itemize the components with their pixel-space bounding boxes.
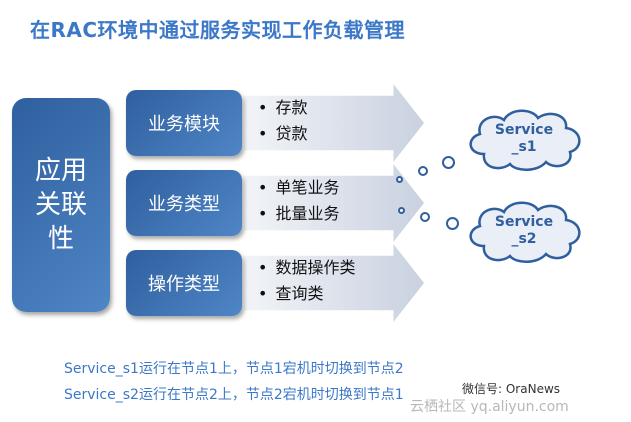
wechat-watermark: 微信号: OraNews xyxy=(462,382,561,396)
cloud-shape xyxy=(469,201,581,263)
bullets-business-module: 存款 贷款 xyxy=(258,95,307,147)
bullet-item: 存款 xyxy=(258,95,307,121)
bullet-item: 单笔业务 xyxy=(258,175,339,201)
service-s2-label: Service _s2 xyxy=(494,214,554,247)
bubble-dot xyxy=(418,166,428,176)
service-s1-label: Service _s1 xyxy=(494,122,554,155)
category-business-type: 业务类型 xyxy=(126,170,242,236)
application-affinity-box: 应用关联性 xyxy=(12,98,110,312)
diagram-title: 在RAC环境中通过服务实现工作负载管理 xyxy=(30,18,406,42)
bubble-dot xyxy=(420,212,430,222)
bubble-dot xyxy=(398,207,405,214)
bullets-operation-type: 数据操作类 查询类 xyxy=(258,255,355,307)
application-affinity-label: 应用关联性 xyxy=(34,156,87,254)
category-business-module: 业务模块 xyxy=(126,90,242,156)
bubble-dot xyxy=(446,217,459,230)
site-watermark: 云栖社区 yq.aliyun.com xyxy=(410,399,569,415)
bullet-item: 贷款 xyxy=(258,121,307,147)
bullet-item: 批量业务 xyxy=(258,201,339,227)
service-s2-cloud: Service _s2 xyxy=(462,196,586,266)
service-s1-cloud: Service _s1 xyxy=(462,104,586,174)
bullet-item: 查询类 xyxy=(258,281,355,307)
category-operation-type: 操作类型 xyxy=(126,250,242,316)
bubble-dot xyxy=(396,176,403,183)
bullets-business-type: 单笔业务 批量业务 xyxy=(258,175,339,227)
note-service-s1: Service_s1运行在节点1上，节点1宕机时切换到节点2 xyxy=(64,361,404,377)
bullet-item: 数据操作类 xyxy=(258,255,355,281)
note-service-s2: Service_s2运行在节点2上，节点2宕机时切换到节点1 xyxy=(64,387,404,403)
bubble-dot xyxy=(442,156,455,169)
cloud-shape xyxy=(469,109,581,171)
